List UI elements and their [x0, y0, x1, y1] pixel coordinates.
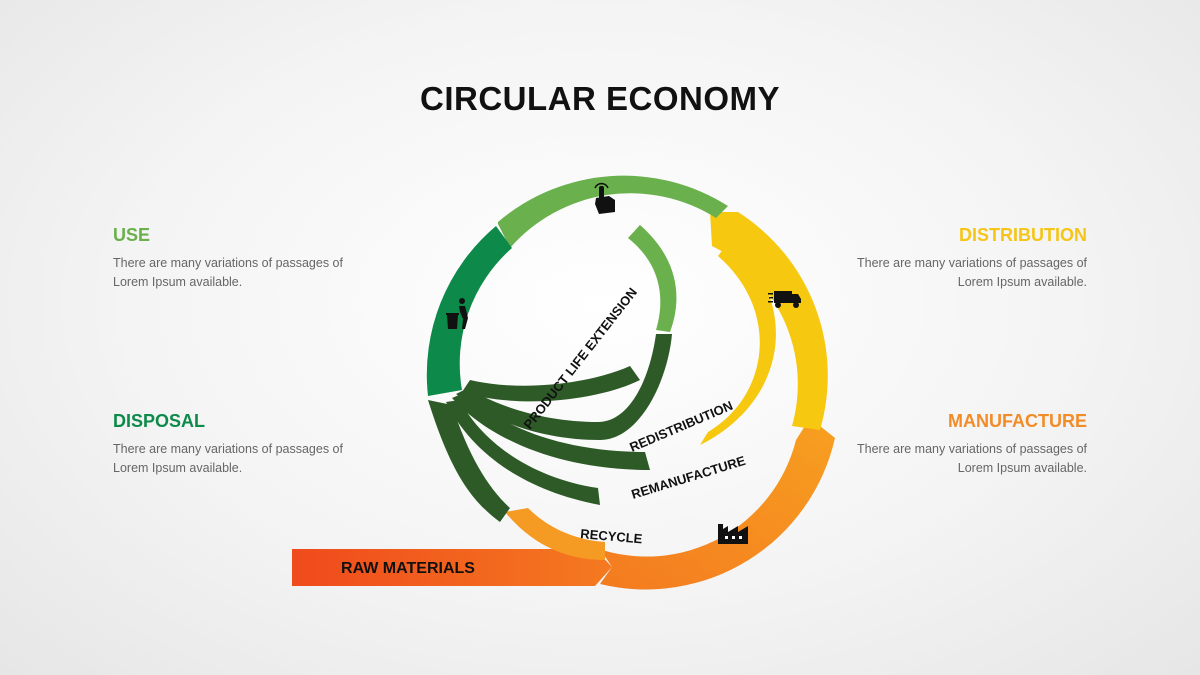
manufacture-text: There are many variations of passages of… — [857, 442, 1087, 475]
use-heading: USE — [113, 225, 151, 245]
hand-pointer-icon — [594, 182, 615, 214]
trash-disposal-icon — [446, 298, 468, 329]
distribution-block: DISTRIBUTION There are many variations o… — [847, 225, 1087, 292]
use-text: There are many variations of passages of… — [113, 256, 343, 289]
product-life-extension-label: PRODUCT LIFE EXTENSION — [521, 285, 640, 432]
distribution-segment — [710, 212, 828, 430]
dark-green-loops — [428, 334, 672, 522]
disposal-block: DISPOSAL There are many variations of pa… — [113, 411, 353, 478]
use-inner-curve — [628, 225, 677, 332]
disposal-text: There are many variations of passages of… — [113, 442, 343, 475]
recycle-label: RECYCLE — [580, 526, 644, 546]
distribution-heading: DISTRIBUTION — [959, 225, 1087, 245]
manufacture-block: MANUFACTURE There are many variations of… — [847, 411, 1087, 478]
manufacture-segment — [596, 418, 835, 590]
raw-materials-arrow — [292, 549, 612, 586]
disposal-segment — [426, 226, 512, 396]
disposal-heading: DISPOSAL — [113, 411, 206, 431]
manufacture-heading: MANUFACTURE — [948, 411, 1087, 431]
raw-materials-label: RAW MATERIALS — [341, 560, 475, 577]
delivery-truck-icon — [768, 291, 801, 308]
recycle-segment — [505, 508, 605, 560]
factory-icon — [718, 524, 748, 544]
use-segment — [498, 175, 728, 248]
page-title: CIRCULAR ECONOMY — [420, 80, 780, 117]
distribution-inner-curve — [700, 240, 776, 445]
distribution-text: There are many variations of passages of… — [857, 256, 1087, 289]
use-block: USE There are many variations of passage… — [113, 225, 353, 292]
